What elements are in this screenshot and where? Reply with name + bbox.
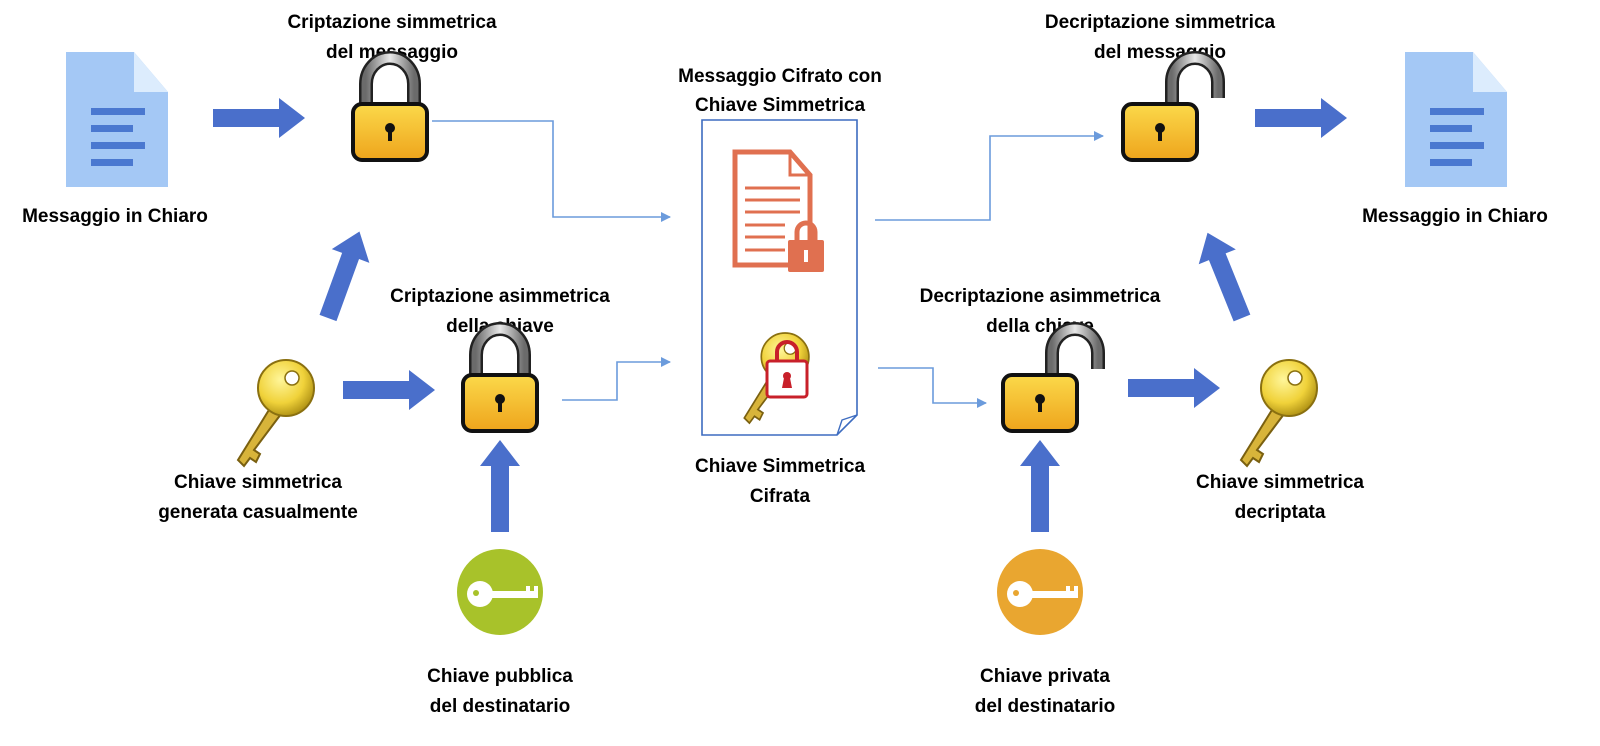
encrypted-package [701, 119, 858, 436]
padlock-closed-icon [463, 329, 537, 431]
plain-message-left-label: Messaggio in Chiaro [22, 206, 208, 227]
arrow-key-to-asymmetric-encryption [343, 370, 435, 410]
plain-document-icon [1405, 52, 1507, 187]
flow-line-to-symmetric-decryption [875, 131, 1104, 221]
padlock-open-icon [1123, 58, 1218, 160]
arrow-decrypt-to-doc [1255, 98, 1347, 138]
arrow-private-key-up [1020, 440, 1060, 532]
arrow-decrypt-to-key [1128, 368, 1220, 408]
flow-line-cipher-key [562, 357, 671, 401]
encrypted-document-icon [732, 149, 824, 272]
key-with-lock-icon [743, 332, 810, 424]
arrow-key-to-symmetric-encryption [309, 224, 379, 325]
padlock-closed-icon [353, 58, 427, 160]
gold-key-icon [237, 359, 315, 467]
flow-line-to-asymmetric-decryption [878, 367, 987, 408]
arrow-key-to-symmetric-decryption [1188, 225, 1261, 326]
arrow-public-key-up [480, 440, 520, 532]
gold-key-icon [1240, 359, 1318, 467]
arrow-doc-to-encrypt [213, 98, 305, 138]
flow-line-cipher-message [432, 120, 671, 222]
padlock-open-icon [1003, 329, 1098, 431]
plain-document-icon [66, 52, 168, 187]
plain-message-right-label: Messaggio in Chiaro [1362, 206, 1548, 227]
